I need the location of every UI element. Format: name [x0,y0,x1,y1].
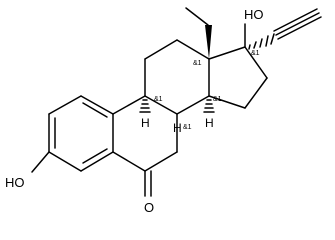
h-label-c9: H [141,116,150,130]
stereo-label-c13: &1 [193,60,202,67]
h-label-c8: H [173,121,182,135]
stereo-label-c17: &1 [251,50,260,57]
stereo-label-c14: &1 [213,96,222,103]
stereo-labels: &1 &1 &1 &1 &1 [154,50,260,131]
stereo-label-c8: &1 [183,124,192,131]
hydroxyl-label-top: HO [244,7,264,22]
stereo-label-c9: &1 [154,96,163,103]
ring-d [208,46,268,109]
ring-a [48,95,114,172]
ring-c [144,39,210,115]
atom-labels: HO HO O H H H [5,7,264,215]
ring-b [112,95,178,172]
h-hashes [139,99,215,113]
substituents [31,7,322,197]
hydroxyl-label-left: HO [5,175,25,190]
hashed-bond [248,33,275,50]
h-label-c14: H [205,116,214,130]
molecule-structure: HO HO O H H H &1 &1 &1 &1 &1 [5,7,322,215]
ketone-oxygen-label: O [144,200,154,215]
